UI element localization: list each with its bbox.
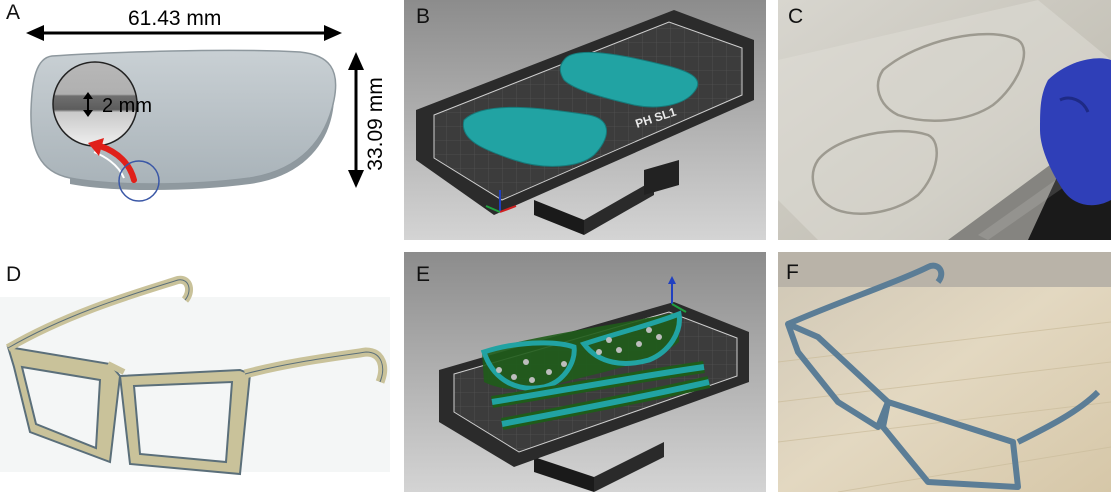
beige-glasses-frame: [5, 275, 388, 476]
slicer-view-lenses: PH SL1: [404, 0, 766, 240]
thickness-arrow: [83, 92, 93, 117]
teal-temples: [491, 361, 711, 430]
panel-f: F: [778, 252, 1111, 492]
panel-b: PH SL1 B: [404, 0, 766, 240]
panel-c: C: [778, 0, 1111, 240]
panel-label-d: D: [6, 263, 22, 286]
panel-label-b: B: [416, 5, 431, 28]
teal-frame-front: [480, 310, 682, 391]
blue-glove: [1040, 58, 1111, 206]
panel-d: D: [0, 252, 400, 492]
printed-lens-top: [876, 32, 1026, 122]
panel-a: A 61.43 mm 2 mm 33.09 mm: [0, 0, 400, 240]
panel-e: E: [404, 252, 766, 492]
axis-triad-icon: [668, 276, 687, 313]
width-dimension-label: 61.43 mm: [128, 7, 222, 30]
resin-lens-left: [462, 106, 607, 167]
panel-label-a: A: [6, 1, 21, 24]
height-dimension-arrow: [348, 52, 364, 188]
panel-label-e: E: [416, 263, 431, 286]
red-curved-arrow: [88, 138, 137, 183]
slicer-view-frames: [404, 252, 766, 492]
edge-highlight-circle: [118, 160, 160, 202]
resin-lens-right: [559, 51, 699, 108]
panel-label-c: C: [788, 5, 804, 28]
printed-lens-bottom: [811, 129, 938, 215]
height-dimension-label: 33.09 mm: [364, 77, 387, 171]
panel-label-f: F: [786, 261, 799, 284]
magnified-cross-section: [52, 61, 138, 147]
support-tips: [496, 327, 662, 383]
axis-triad-icon: [485, 190, 517, 213]
glasses-cad-model: [0, 275, 390, 476]
lens-dimension-diagram: [26, 25, 364, 202]
photo-printed-glasses: [778, 252, 1111, 492]
photo-printed-lenses: [778, 0, 1111, 240]
thickness-label: 2 mm: [102, 95, 152, 117]
blue-glasses-frame: [785, 262, 1101, 490]
width-dimension-arrow: [26, 25, 342, 41]
